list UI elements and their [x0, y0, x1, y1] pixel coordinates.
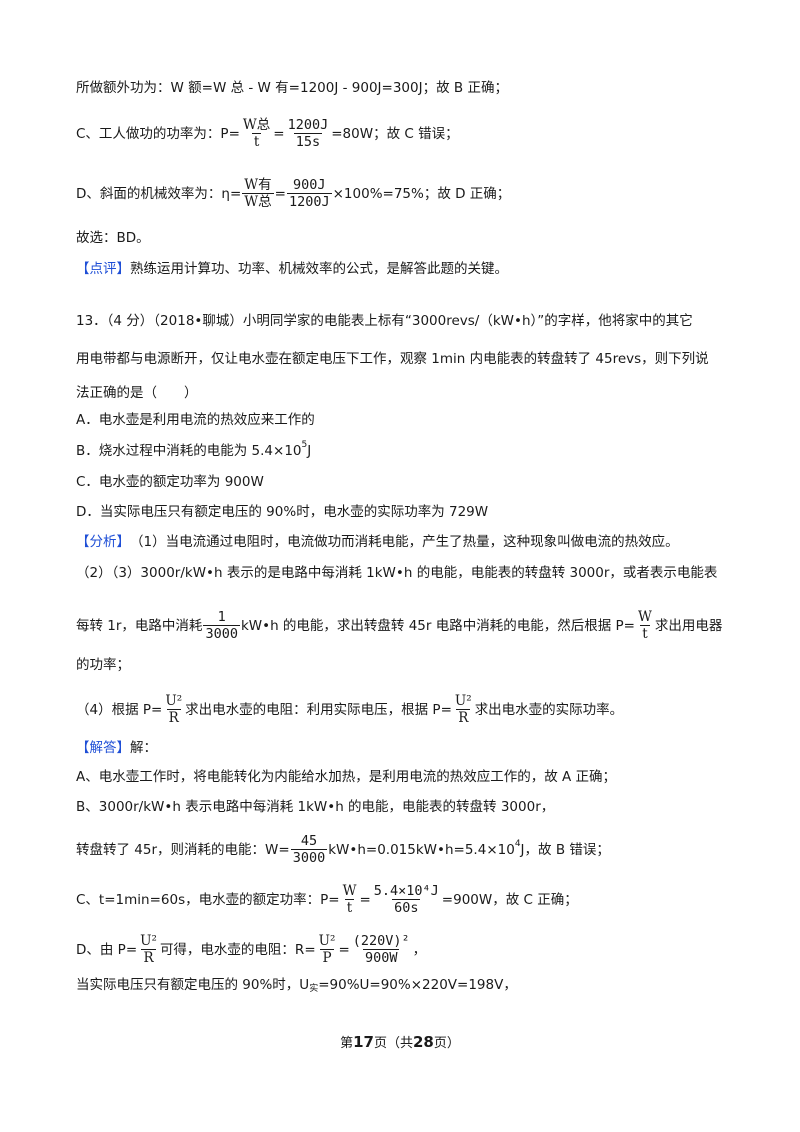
fraction: W t [637, 609, 652, 642]
solution-line: C、t=1min=60s，电水壶的额定功率：P= W t = 5.4×10⁴J … [76, 883, 578, 916]
analysis-tag: 【分析】 [76, 534, 130, 550]
solution-line: 转盘转了 45r，则消耗的电能：W= 45 3000 kW•h=0.015kW•… [76, 833, 610, 866]
fraction: U² R [140, 933, 157, 966]
question-13-line: 13．（4 分）（2018•聊城）小明同学家的电能表上标有“3000revs/（… [76, 313, 693, 329]
text-line: 所做额外功为：W 额=W 总 - W 有=1200J - 900J=300J；故… [76, 80, 508, 96]
fraction: 45 3000 [290, 833, 328, 866]
comment-line: 【点评】 熟练运用计算功、功率、机械效率的公式，是解答此题的关键。 [76, 261, 508, 277]
fraction: W t [342, 883, 357, 916]
formula-line-power: C、工人做功的功率为：P= W总 t = 1200J 15s =80W；故 C … [76, 117, 459, 150]
comment-tag: 【点评】 [76, 261, 130, 277]
analysis-line: （4）根据 P= U² R 求出电水壶的电阻：利用实际电压，根据 P= U² R… [76, 693, 624, 726]
analysis-line: 【分析】 （1）当电流通过电阻时，电流做功而消耗电能，产生了热量，这种现象叫做电… [76, 534, 679, 550]
analysis-line: （2）（3）3000r/kW•h 表示的是电路中每消耗 1kW•h 的电能，电能… [76, 565, 718, 581]
analysis-line: 的功率； [76, 657, 130, 673]
formula-line-efficiency: D、斜面的机械效率为：η= W有 W总 = 900J 1200J ×100%=7… [76, 177, 511, 210]
fraction: 900J 1200J [286, 177, 332, 210]
fraction: W总 t [242, 117, 271, 150]
solution-line: A、电水壶工作时，将电能转化为内能给水加热，是利用电流的热效应工作的，故 A 正… [76, 769, 617, 785]
option-a: A．电水壶是利用电流的热效应来工作的 [76, 412, 315, 428]
option-d: D．当实际电压只有额定电压的 90%时，电水壶的实际功率为 729W [76, 504, 489, 520]
question-13-line: 用电带都与电源断开，仅让电水壶在额定电压下工作，观察 1min 内电能表的转盘转… [76, 351, 709, 367]
fraction: W有 W总 [242, 177, 274, 210]
fraction: (220V)² 900W [352, 933, 410, 966]
fraction: 1200J 15s [287, 117, 329, 150]
fraction: U² P [318, 933, 336, 966]
text-line: 故选：BD。 [76, 230, 150, 246]
solution-line: B、3000r/kW•h 表示电路中每消耗 1kW•h 的电能，电能表的转盘转 … [76, 799, 555, 815]
analysis-line: 每转 1r，电路中消耗 1 3000 kW•h 的电能，求出转盘转 45r 电路… [76, 609, 723, 642]
solution-tag: 【解答】 [76, 740, 130, 756]
fraction: U² R [165, 693, 183, 726]
total-pages: 28 [413, 1033, 434, 1051]
page-footer: 第17页（共28页） [340, 1033, 460, 1051]
option-c: C．电水壶的额定功率为 900W [76, 474, 264, 490]
question-13-line: 法正确的是（ ） [76, 385, 198, 401]
fraction: 1 3000 [203, 609, 240, 642]
solution-line: 【解答】 解： [76, 740, 157, 756]
fraction: U² R [454, 693, 472, 726]
solution-line: D、由 P= U² R 可得，电水壶的电阻：R= U² P = (220V)² … [76, 933, 427, 966]
fraction: 5.4×10⁴J 60s [373, 883, 439, 916]
page-number: 17 [353, 1033, 374, 1051]
